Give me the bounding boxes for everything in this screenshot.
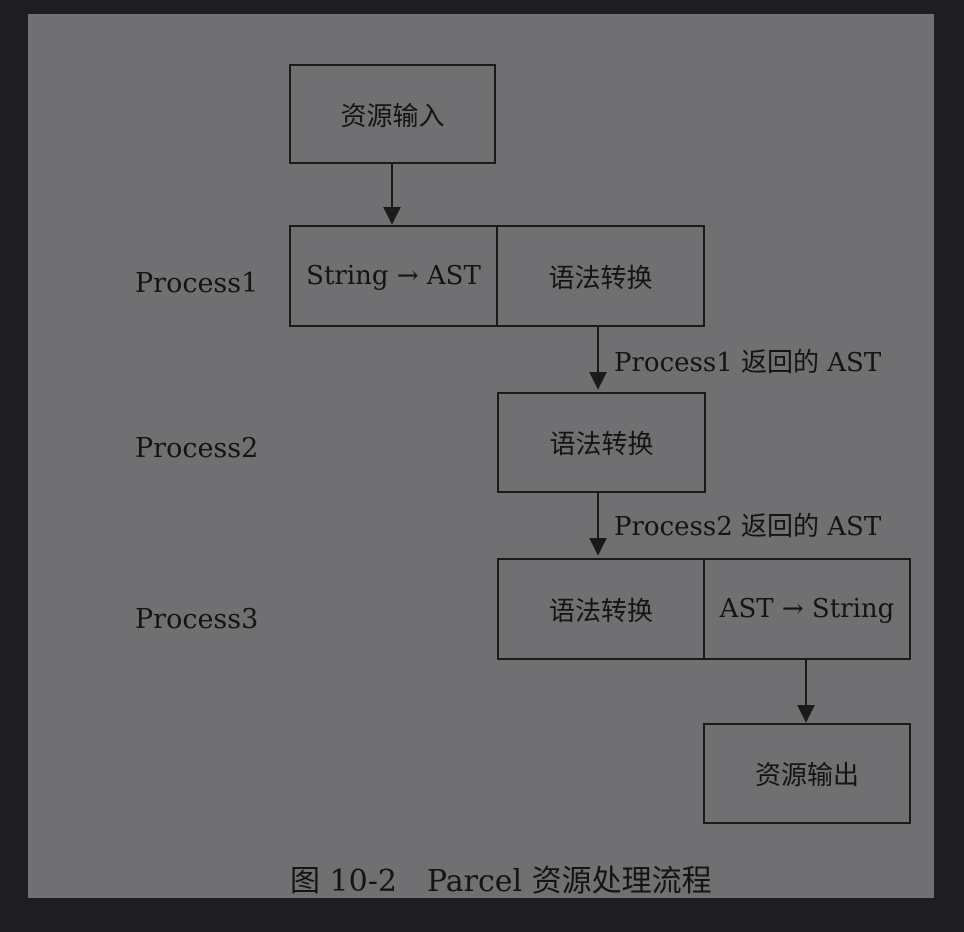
edge-label-process1-ast: Process1 返回的 AST bbox=[614, 348, 882, 378]
figure-caption: 图 10-2 Parcel 资源处理流程 bbox=[290, 864, 712, 898]
row-label-process3: Process3 bbox=[135, 604, 259, 635]
node-p3-ast-to-string: AST → String bbox=[705, 558, 911, 660]
node-p2-syntax-transform: 语法转换 bbox=[497, 392, 706, 493]
edge-label-process2-ast: Process2 返回的 AST bbox=[614, 512, 882, 542]
node-resource-output: 资源输出 bbox=[703, 723, 911, 824]
node-resource-output-label: 资源输出 bbox=[754, 761, 859, 791]
figure-page: 资源输入 Process1 String → AST 语法转换 Process1… bbox=[28, 14, 934, 898]
row-label-process1: Process1 bbox=[135, 268, 259, 299]
node-p1-syntax-transform: 语法转换 bbox=[498, 225, 705, 327]
node-p1-string-to-ast-label: String → AST bbox=[306, 261, 481, 291]
connector-arrows bbox=[383, 164, 815, 723]
row-label-process2: Process2 bbox=[135, 433, 259, 464]
node-p1-syntax-transform-label: 语法转换 bbox=[548, 263, 653, 294]
node-p1-string-to-ast: String → AST bbox=[289, 225, 498, 327]
node-p2-syntax-transform-label: 语法转换 bbox=[549, 430, 654, 460]
node-p3-syntax-transform: 语法转换 bbox=[497, 558, 705, 660]
node-p3-ast-to-string-label: AST → String bbox=[719, 594, 895, 624]
node-resource-input: 资源输入 bbox=[289, 64, 496, 164]
node-resource-input-label: 资源输入 bbox=[340, 101, 445, 132]
node-p3-syntax-transform-label: 语法转换 bbox=[548, 596, 653, 627]
